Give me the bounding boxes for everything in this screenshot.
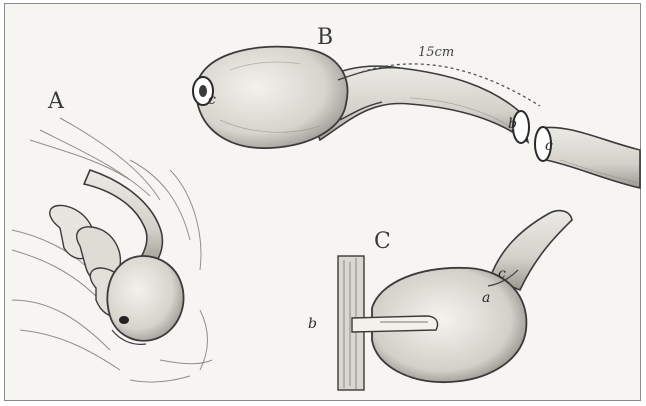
panel-a-pouch [107, 256, 183, 341]
panel-c-channel [352, 316, 438, 332]
panel-a-drawing [12, 118, 212, 382]
panel-c-label-b: b [308, 316, 317, 332]
panel-b-measurement: 15cm [418, 45, 454, 60]
panel-a-label: A [47, 89, 65, 114]
panel-c-label: C [374, 229, 391, 254]
panel-b-label: B [317, 25, 333, 50]
panel-c-label-a: a [482, 290, 490, 306]
panel-b-left-end-label: c [208, 92, 216, 108]
panel-b-end-label-c: c [545, 138, 553, 154]
panel-b-end-label-b: b [508, 116, 517, 132]
panel-b-segment-c [540, 127, 640, 188]
panel-c-label-c: c [498, 266, 506, 282]
panel-b-drawing [193, 47, 640, 188]
panel-a-stoma [119, 316, 129, 324]
